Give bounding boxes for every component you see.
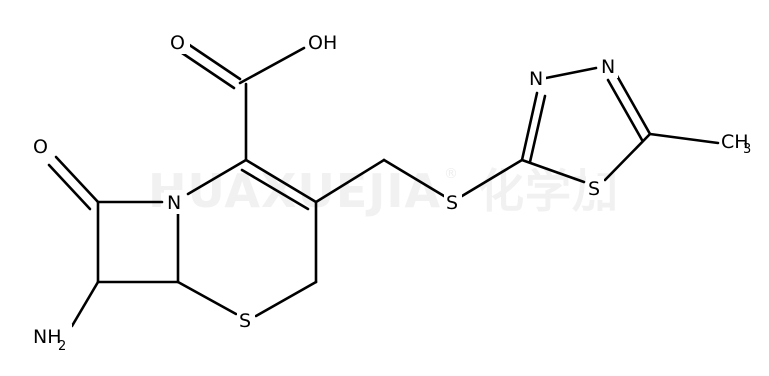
atom-n-thiadiazole-a: N <box>529 68 543 90</box>
atom-ch3: CH <box>721 131 749 153</box>
atom-s-linker: S <box>446 192 458 214</box>
label-bg <box>586 176 604 200</box>
bond-lactam-c-o-double-2 <box>47 163 92 211</box>
bond-thiadiazole-c-n-double-2 <box>528 94 547 164</box>
atom-s-thiadiazole: S <box>588 178 600 200</box>
bond-thiadiazole-c-s <box>603 132 652 182</box>
atom-o-lactam: O <box>33 136 48 158</box>
label-bg <box>307 30 335 54</box>
label-bg <box>170 30 190 54</box>
bond-ring-ch2-s <box>254 280 318 318</box>
label-bg <box>164 190 186 214</box>
atom-oh: OH <box>308 32 337 54</box>
atom-s-ring: S <box>239 310 251 332</box>
bond-thiadiazole-n-c-double-2 <box>606 78 644 142</box>
bond-thiadiazole-n-n <box>544 66 598 80</box>
bond-c-nh2 <box>70 280 100 328</box>
bond-s-linker-thiadiazole <box>460 158 524 198</box>
atom-nh2-main: NH <box>33 326 62 348</box>
atom-n-thiadiazole-b: N <box>601 56 615 78</box>
atom-labels: O OH O N S S N N S NH 2 CH 3 <box>30 30 756 354</box>
label-bg <box>237 308 255 332</box>
bond-acid-c-o-double-1 <box>186 42 242 81</box>
bond-ring-s-ch <box>176 280 238 316</box>
bonds <box>47 42 720 328</box>
watermark-text: HUAXUEJIA <box>148 164 441 218</box>
label-bg <box>30 324 72 350</box>
bond-lactam-c-o-double-1 <box>54 155 100 204</box>
bond-acid-c-o-double-2 <box>180 51 236 90</box>
watermark-registered-mark: ® <box>444 166 458 182</box>
bond-ring-c-c-double-2 <box>240 168 310 211</box>
bond-ch2-s-linker <box>382 158 446 198</box>
label-bg <box>720 130 756 156</box>
watermark: HUAXUEJIA ® 化学加 <box>148 164 618 218</box>
atom-nh2-subscript: 2 <box>58 339 66 354</box>
label-bg <box>528 66 546 90</box>
bond-ring-c-c-double-1 <box>244 158 318 204</box>
atom-nh2: NH <box>33 326 62 348</box>
bond-thiadiazole-c-n-double-1 <box>520 91 539 162</box>
atom-o-acid-carbonyl: O <box>170 32 185 54</box>
bond-thiadiazole-s-c <box>520 158 586 184</box>
bond-acid-c-oh <box>238 46 306 85</box>
label-bg <box>600 54 618 78</box>
bond-thiadiazole-n-c-double-1 <box>614 72 652 136</box>
label-bg <box>32 134 50 158</box>
atom-ch3-subscript: 3 <box>743 142 751 157</box>
bond-ring-c-ch2-linker <box>314 158 386 204</box>
label-bg <box>444 190 462 214</box>
atom-n-ring: N <box>167 192 181 214</box>
bond-c-ch3 <box>648 132 720 145</box>
bond-ring-c-n <box>186 158 248 196</box>
atom-ch3-main: CH <box>721 131 749 153</box>
